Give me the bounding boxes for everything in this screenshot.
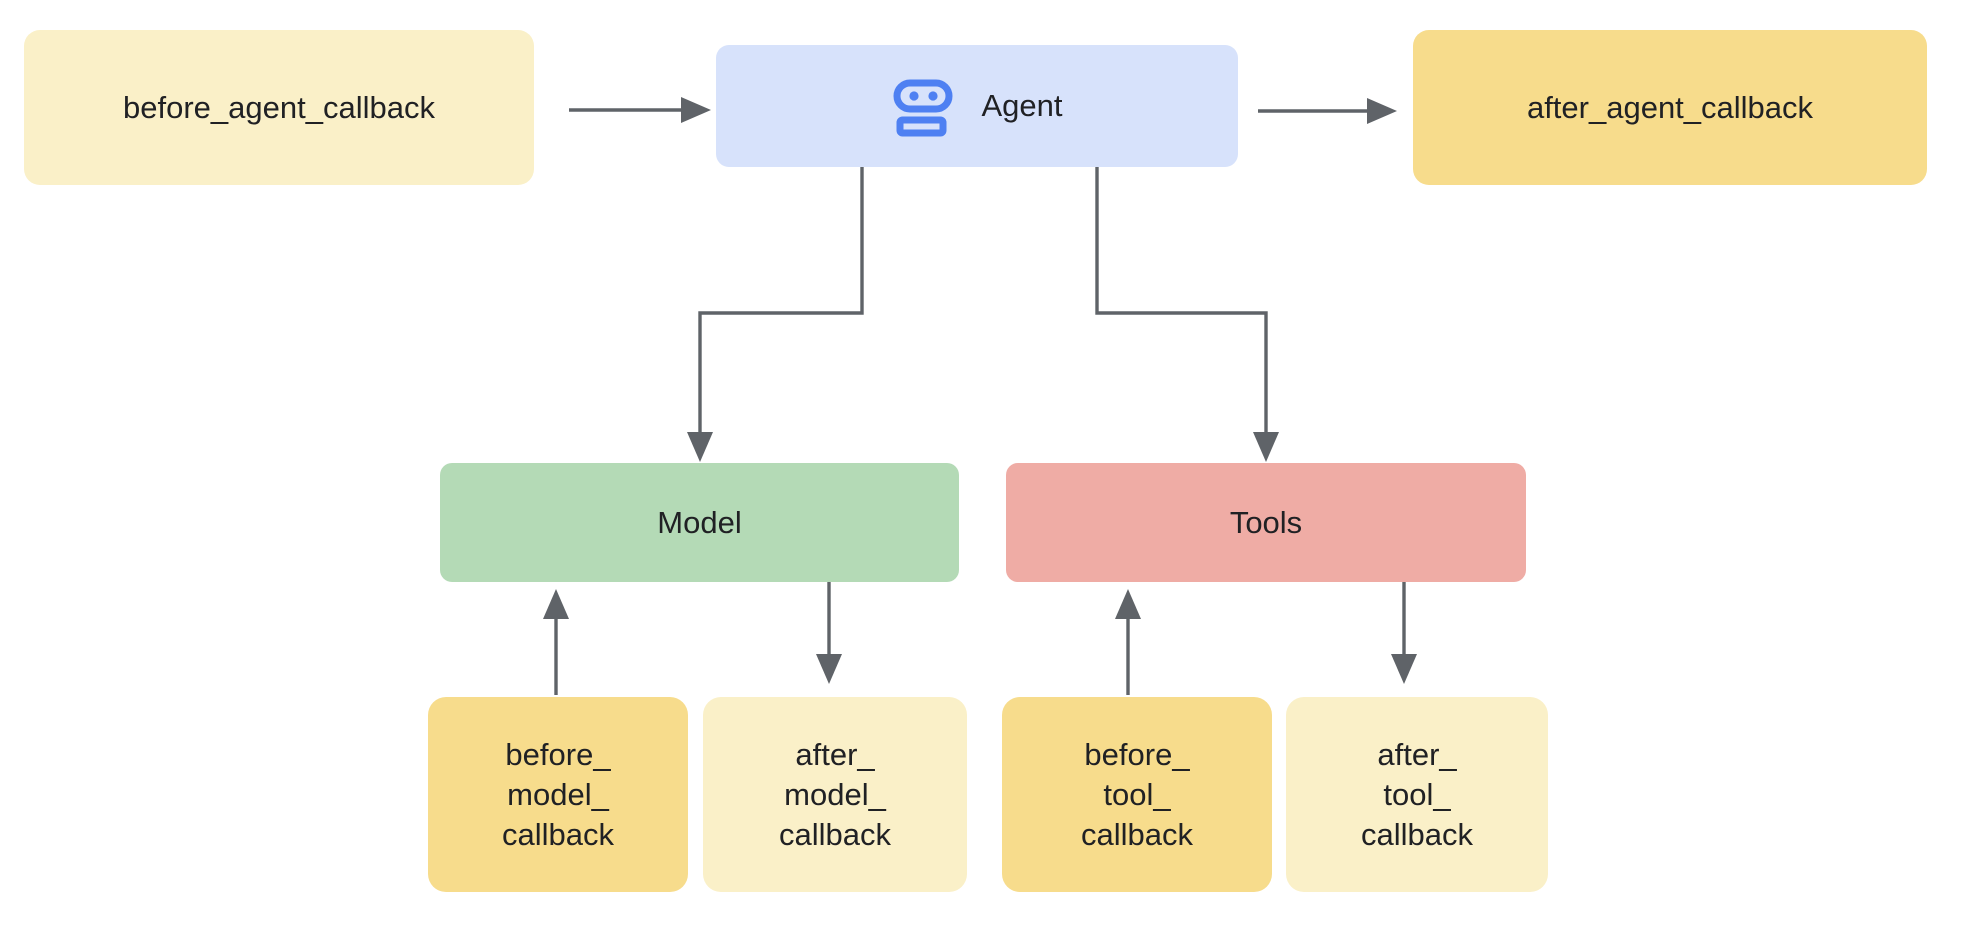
node-after-tool-callback-label: after_ tool_ callback (1361, 736, 1473, 852)
edge-agent-to-model (687, 167, 864, 462)
node-before-model-callback-label: before_ model_ callback (502, 736, 614, 852)
node-before-tool-callback: before_ tool_ callback (1002, 697, 1272, 892)
robot-icon (891, 75, 955, 137)
agent-node-content: Agent (891, 75, 1063, 137)
node-before-model-callback: before_ model_ callback (428, 697, 688, 892)
node-after-model-callback-label: after_ model_ callback (779, 736, 891, 852)
node-before-agent-callback-label: before_agent_callback (123, 89, 435, 125)
edge-agent-to-tools (1095, 167, 1279, 462)
node-tools-label: Tools (1229, 504, 1303, 540)
node-before-agent-callback: before_agent_callback (24, 30, 534, 185)
node-agent: Agent (716, 45, 1238, 167)
node-after-agent-callback: after_agent_callback (1413, 30, 1927, 185)
node-after-model-callback: after_ model_ callback (703, 697, 967, 892)
node-agent-label: Agent (981, 88, 1063, 123)
node-model-label: Model (657, 504, 742, 540)
node-after-tool-callback: after_ tool_ callback (1286, 697, 1548, 892)
node-model: Model (440, 463, 959, 582)
node-tools: Tools (1006, 463, 1526, 582)
node-before-tool-callback-label: before_ tool_ callback (1081, 736, 1193, 852)
node-after-agent-callback-label: after_agent_callback (1526, 89, 1814, 125)
